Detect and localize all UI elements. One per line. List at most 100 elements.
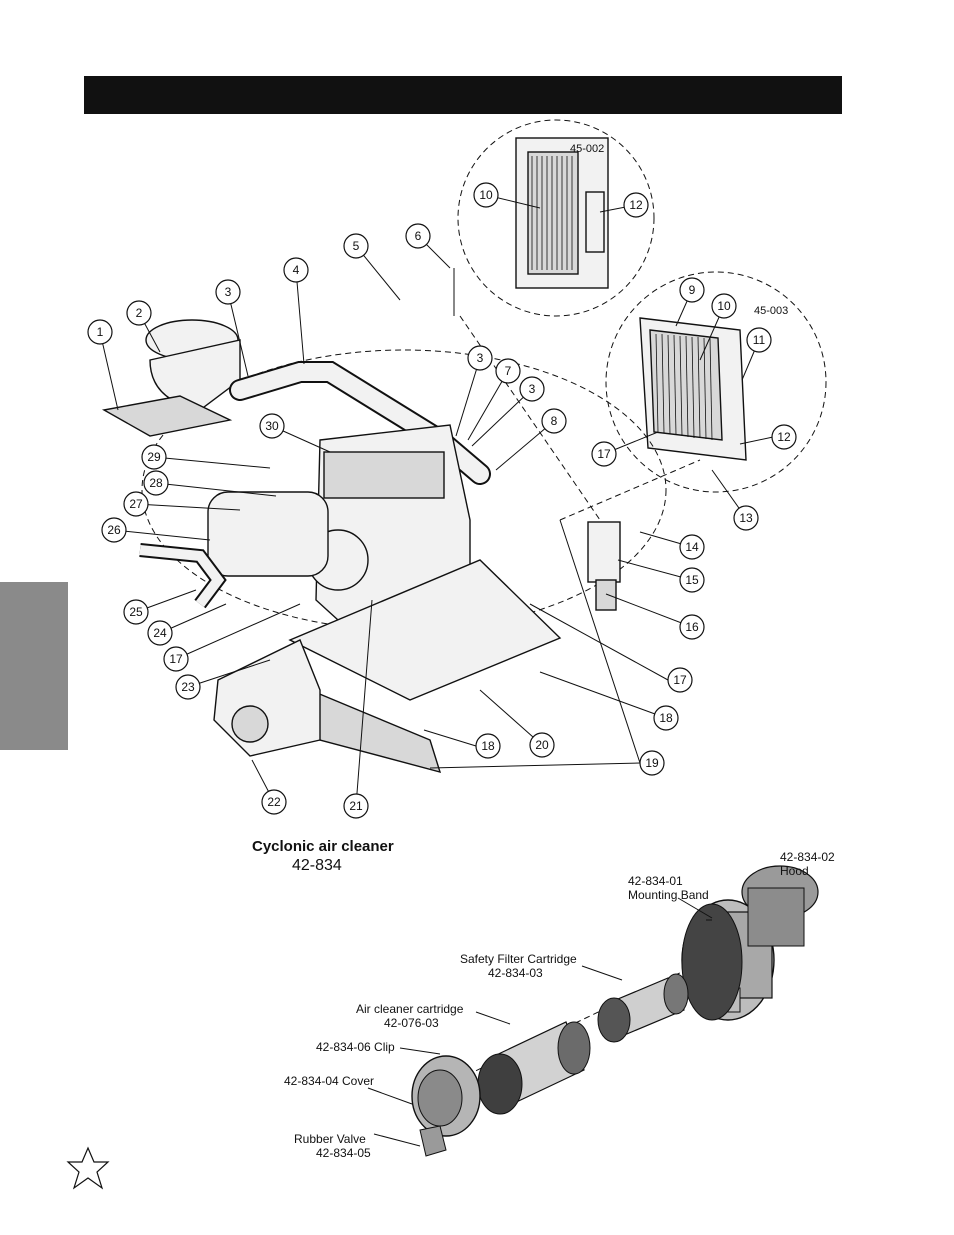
svg-text:29: 29: [147, 450, 161, 464]
section-tab: [0, 582, 68, 750]
callout-17b: 17: [667, 667, 693, 693]
svg-text:3: 3: [477, 351, 484, 365]
callout-30: 30: [259, 413, 285, 439]
callout-15: 15: [679, 567, 705, 593]
valve-label: Rubber Valve: [294, 1132, 366, 1146]
callout-19: 19: [639, 750, 665, 776]
hood-label: Hood: [780, 864, 809, 878]
svg-text:9: 9: [689, 283, 696, 297]
base-plate: [288, 559, 562, 774]
callout-21: 21: [343, 793, 369, 819]
brand-star-logo: [66, 1146, 110, 1190]
callout-10b: 10: [473, 182, 499, 208]
svg-text:18: 18: [659, 711, 673, 725]
callout-23: 23: [175, 674, 201, 700]
safety-filter: [597, 973, 689, 1043]
inset-code-45-003: 45-003: [754, 305, 788, 317]
callout-3c: 3: [519, 376, 545, 402]
muffler: [139, 491, 329, 609]
inset-code-45-002: 45-002: [570, 143, 604, 155]
band-label: Mounting Band: [628, 888, 709, 902]
hydraulic-pump: [213, 639, 321, 757]
svg-text:27: 27: [129, 497, 143, 511]
callout-2: 2: [126, 300, 152, 326]
cover-label: Cover: [342, 1074, 375, 1088]
callout-10a: 10: [711, 293, 737, 319]
callout-22: 22: [261, 789, 287, 815]
safety-code: 42-834-03: [488, 966, 543, 980]
inset-circle-45-002: [457, 119, 655, 317]
callout-3: 3: [215, 279, 241, 305]
svg-text:7: 7: [505, 364, 512, 378]
svg-text:22: 22: [267, 795, 281, 809]
safety-label: Safety Filter Cartridge: [460, 952, 577, 966]
callout-6: 6: [405, 223, 431, 249]
hood-code: 42-834-02: [780, 850, 835, 864]
band-code: 42-834-01: [628, 874, 683, 888]
svg-text:11: 11: [753, 333, 766, 347]
svg-text:30: 30: [265, 419, 279, 433]
svg-text:18: 18: [481, 739, 495, 753]
callout-11: 11: [746, 327, 772, 353]
svg-text:26: 26: [107, 523, 121, 537]
callout-25: 25: [123, 599, 149, 625]
cartridge-code: 42-076-03: [384, 1016, 439, 1030]
svg-text:12: 12: [629, 198, 643, 212]
clip-label: 42-834-06 Clip: [316, 1040, 395, 1054]
air-cleaner-title: Cyclonic air cleaner: [252, 838, 394, 855]
header-bar: [84, 76, 842, 114]
svg-text:5: 5: [353, 239, 360, 253]
callout-18a: 18: [653, 705, 679, 731]
callout-9: 9: [679, 277, 705, 303]
cover-code: 42-834-04: [284, 1074, 339, 1088]
air-cleaner-assembly: [101, 319, 241, 437]
svg-text:8: 8: [551, 414, 558, 428]
dashed-link-right: [559, 459, 701, 521]
mounting-band: [681, 903, 743, 1021]
callout-13: 13: [733, 505, 759, 531]
svg-text:17: 17: [673, 673, 687, 687]
callout-17a: 17: [163, 646, 189, 672]
svg-text:3: 3: [529, 382, 536, 396]
svg-text:10: 10: [479, 188, 493, 202]
valve-code: 42-834-05: [316, 1146, 371, 1160]
valve-block: [587, 521, 621, 611]
callout-12a: 12: [771, 424, 797, 450]
callout-29: 29: [141, 444, 167, 470]
inset-circle-45-003: [605, 271, 827, 493]
svg-text:17: 17: [169, 652, 183, 666]
svg-text:6: 6: [415, 229, 422, 243]
callout-24: 24: [147, 620, 173, 646]
svg-text:4: 4: [293, 263, 300, 277]
callout-27: 27: [123, 491, 149, 517]
svg-text:24: 24: [153, 626, 167, 640]
svg-text:13: 13: [739, 511, 753, 525]
svg-text:21: 21: [349, 799, 363, 813]
radiator-45-002: [515, 137, 609, 289]
callout-7: 7: [495, 358, 521, 384]
svg-text:2: 2: [136, 306, 143, 320]
callout-18b: 18: [475, 733, 501, 759]
callout-28: 28: [143, 470, 169, 496]
cover: [411, 1055, 481, 1157]
callout-8: 8: [541, 408, 567, 434]
callout-12b: 12: [623, 192, 649, 218]
svg-text:28: 28: [149, 476, 163, 490]
svg-text:1: 1: [97, 325, 104, 339]
cyclonic-cleaner-illustration: [411, 865, 819, 1157]
callout-4: 4: [283, 257, 309, 283]
svg-text:23: 23: [181, 680, 195, 694]
callout-14: 14: [679, 534, 705, 560]
radiator-45-003: [639, 317, 747, 461]
svg-text:14: 14: [685, 540, 699, 554]
callout-16: 16: [679, 614, 705, 640]
cleaner-leaders: [367, 897, 713, 1147]
callout-3b: 3: [467, 345, 493, 371]
svg-text:20: 20: [535, 738, 549, 752]
svg-text:16: 16: [685, 620, 699, 634]
svg-text:15: 15: [685, 573, 699, 587]
svg-text:19: 19: [645, 756, 659, 770]
svg-text:10: 10: [717, 299, 731, 313]
callout-26: 26: [101, 517, 127, 543]
air-cleaner-part-number: 42-834: [292, 857, 342, 874]
